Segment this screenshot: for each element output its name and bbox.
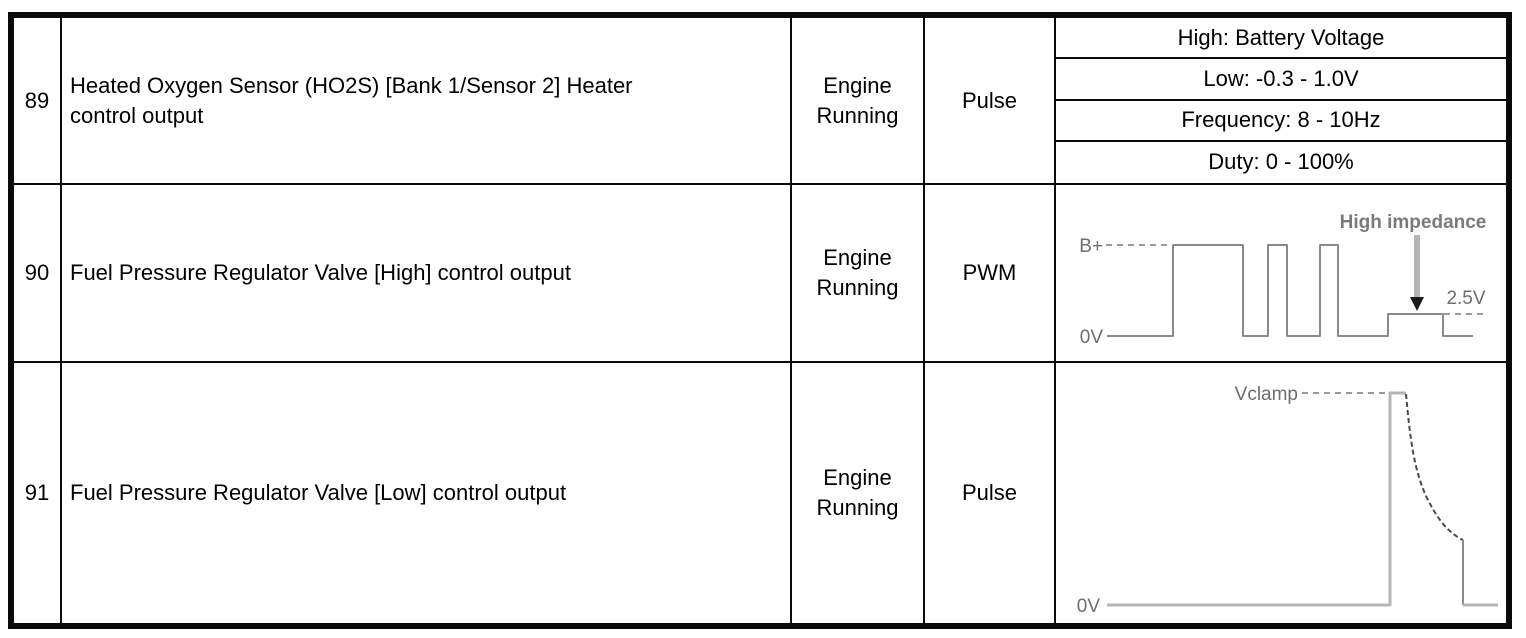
step-voltage-label: 2.5V — [1446, 288, 1485, 309]
signal-spec-table: 89 Heated Oxygen Sensor (HO2S) [Bank 1/S… — [8, 12, 1512, 629]
row-89-description-text: Heated Oxygen Sensor (HO2S) [Bank 1/Sens… — [70, 72, 633, 128]
high-impedance-arrowhead-icon — [1410, 297, 1424, 311]
row-91-waveform-cell: Vclamp 0V — [1056, 363, 1506, 623]
row-91-condition-cell: Engine Running — [792, 363, 925, 623]
spec-low-value: Low: -0.3 - 1.0V — [1056, 59, 1506, 101]
waveform-high-level-label: B+ — [1079, 236, 1103, 257]
row-89-description-cell: Heated Oxygen Sensor (HO2S) [Bank 1/Sens… — [62, 18, 792, 185]
row-89-spec-cell: High: Battery Voltage Low: -0.3 - 1.0V F… — [1056, 18, 1506, 185]
row-91-description-text: Fuel Pressure Regulator Valve [Low] cont… — [70, 480, 567, 506]
waveform-low-level-label: 0V — [1080, 327, 1104, 348]
row-90-description-cell: Fuel Pressure Regulator Valve [High] con… — [62, 185, 792, 363]
pwm-trace — [1107, 244, 1473, 337]
spec-frequency-value: Frequency: 8 - 10Hz — [1056, 101, 1506, 142]
row-89-spec-list: High: Battery Voltage Low: -0.3 - 1.0V F… — [1056, 18, 1506, 183]
spec-high-value: High: Battery Voltage — [1056, 18, 1506, 60]
vclamp-peak-label: Vclamp — [1235, 384, 1298, 405]
row-90-condition-cell: Engine Running — [792, 185, 925, 363]
spec-duty-value: Duty: 0 - 100% — [1208, 149, 1354, 175]
row-90-signal-type-cell: PWM — [925, 185, 1056, 363]
row-90-description-text: Fuel Pressure Regulator Valve [High] con… — [70, 260, 571, 286]
row-90-pin-cell: 90 — [14, 185, 62, 363]
pwm-waveform-diagram: B+ 0V High impedance 2.5V — [1079, 212, 1488, 348]
row-89-condition-cell: Engine Running — [792, 18, 925, 185]
clamp-waveform-diagram: Vclamp 0V — [1077, 384, 1498, 617]
row-90-waveform-cell: B+ 0V High impedance 2.5V — [1056, 185, 1506, 363]
high-impedance-annotation: High impedance — [1340, 212, 1487, 233]
row-89-signal-type-cell: Pulse — [925, 18, 1056, 185]
row-91-description-cell: Fuel Pressure Regulator Valve [Low] cont… — [62, 363, 792, 623]
decay-curve-trace — [1405, 393, 1464, 541]
row-91-signal-type-cell: Pulse — [925, 363, 1056, 623]
row-91-pin-cell: 91 — [14, 363, 62, 623]
row-89-pin-cell: 89 — [14, 18, 62, 185]
waveform-low-level-label: 0V — [1077, 596, 1101, 617]
rising-edge-trace — [1388, 391, 1406, 606]
